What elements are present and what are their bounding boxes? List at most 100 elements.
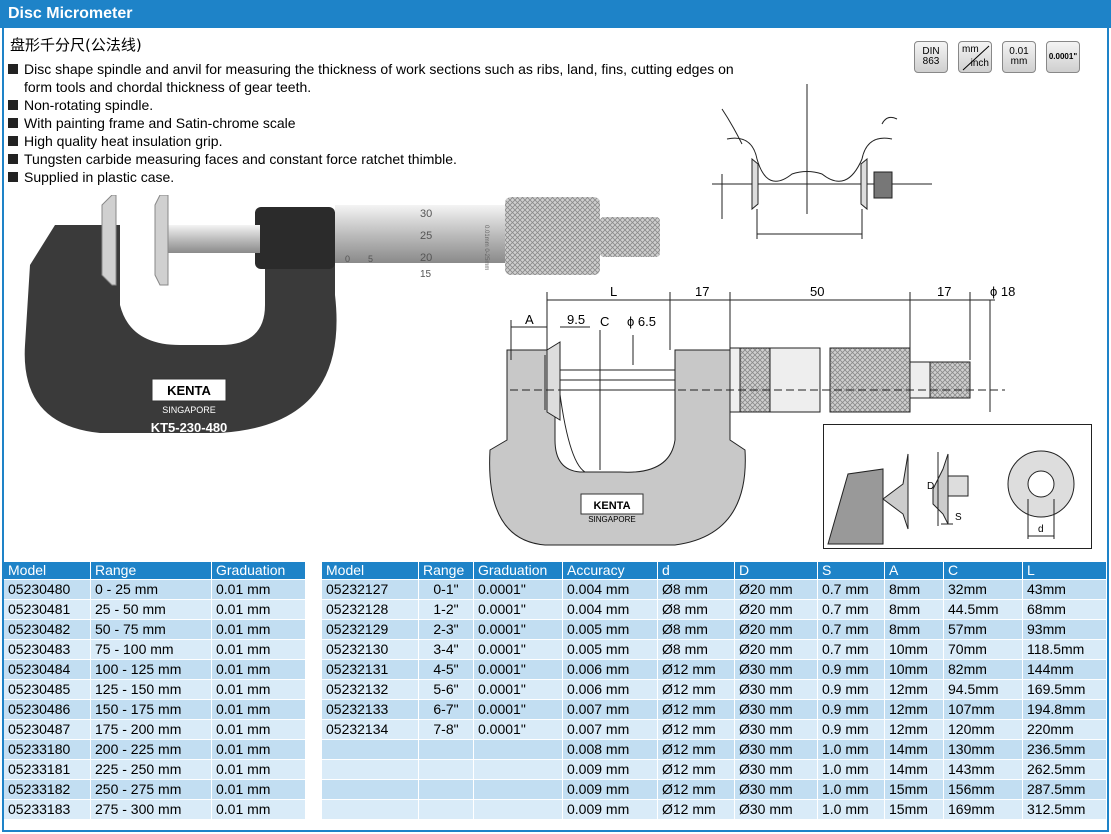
- table-cell: 14mm: [884, 759, 944, 780]
- brand-country: SINGAPORE: [162, 405, 216, 415]
- dim-phi6-5: ϕ 6.5: [627, 314, 656, 329]
- table-header-row: Model Range Graduation: [4, 562, 306, 580]
- page-frame: [2, 28, 1109, 832]
- table-cell: Ø30 mm: [734, 779, 818, 800]
- table-cell: Ø8 mm: [657, 579, 735, 600]
- column-header: S: [817, 562, 885, 580]
- column-header: Graduation: [473, 562, 563, 580]
- table-cell: Ø12 mm: [657, 659, 735, 680]
- table-cell: 44.5mm: [943, 599, 1023, 620]
- table-cell: 8mm: [884, 579, 944, 600]
- table-cell: 0.7 mm: [817, 639, 885, 660]
- table-cell: 93mm: [1022, 619, 1107, 640]
- column-header: A: [884, 562, 944, 580]
- table-cell: 144mm: [1022, 659, 1107, 680]
- table-cell: Ø30 mm: [734, 679, 818, 700]
- table-cell: 0.01 mm: [211, 779, 306, 800]
- disc-detail-view: D S d: [823, 424, 1092, 549]
- table-cell: 0.0001": [473, 579, 563, 600]
- dim-L: L: [610, 284, 617, 299]
- table-cell: Ø12 mm: [657, 759, 735, 780]
- table-cell: 05233180: [4, 739, 91, 760]
- table-cell: 0.004 mm: [562, 599, 658, 620]
- table-cell: 262.5mm: [1022, 759, 1107, 780]
- feature-item: High quality heat insulation grip.: [8, 132, 744, 150]
- table-cell: Ø12 mm: [657, 699, 735, 720]
- table-cell: 50 - 75 mm: [90, 619, 212, 640]
- table-cell: 14mm: [884, 739, 944, 760]
- feature-item: Non-rotating spindle.: [8, 96, 744, 114]
- page-title: Disc Micrometer: [0, 0, 1111, 28]
- table-cell: 12mm: [884, 719, 944, 740]
- table-cell: 0.01 mm: [211, 659, 306, 680]
- table-cell: 05230480: [4, 579, 91, 600]
- scale-mark: 0: [345, 254, 350, 264]
- table-cell: 0.0001": [473, 699, 563, 720]
- 0-0001-inch-badge: 0.0001": [1046, 41, 1080, 73]
- table-cell: 94.5mm: [943, 679, 1023, 700]
- table-cell: 7-8": [418, 719, 474, 740]
- table-cell: 275 - 300 mm: [90, 799, 212, 819]
- table-cell: 0.9 mm: [817, 659, 885, 680]
- table-cell: 287.5mm: [1022, 779, 1107, 800]
- table-cell: 0.01 mm: [211, 799, 306, 819]
- scale-mark: 20: [420, 252, 432, 264]
- table-cell: 0.01 mm: [211, 619, 306, 640]
- table-cell: 0.01 mm: [211, 719, 306, 740]
- chinese-subtitle: 盘形千分尺(公法线): [10, 36, 142, 54]
- table-cell: Ø30 mm: [734, 659, 818, 680]
- table-cell: Ø30 mm: [734, 719, 818, 740]
- table-cell: 05230481: [4, 599, 91, 620]
- table-cell: 12mm: [884, 699, 944, 720]
- table-cell: 0.7 mm: [817, 599, 885, 620]
- table-cell: 0.01 mm: [211, 739, 306, 760]
- table-header-row: Model Range Graduation Accuracy d D S A …: [322, 562, 1107, 580]
- table-cell: 5-6": [418, 679, 474, 700]
- table-cell: 05230484: [4, 659, 91, 680]
- table-cell: 6-7": [418, 699, 474, 720]
- table-cell: 0.9 mm: [817, 719, 885, 740]
- inch-model-table: Model Range Graduation Accuracy d D S A …: [322, 562, 1107, 819]
- table-cell: 05232131: [322, 659, 419, 680]
- brand-country: SINGAPORE: [588, 515, 636, 524]
- table-cell: 05232128: [322, 599, 419, 620]
- table-cell: Ø20 mm: [734, 599, 818, 620]
- table-cell: 0.008 mm: [562, 739, 658, 760]
- table-cell: 0.0001": [473, 679, 563, 700]
- column-header: Model: [4, 562, 91, 580]
- table-cell: 169.5mm: [1022, 679, 1107, 700]
- table-cell: 0.006 mm: [562, 659, 658, 680]
- brand-logo: KENTA: [593, 500, 630, 512]
- table-cell: 8mm: [884, 619, 944, 640]
- table-cell: 0.7 mm: [817, 579, 885, 600]
- dim-50: 50: [810, 284, 824, 299]
- table-cell: 70mm: [943, 639, 1023, 660]
- table-cell: 107mm: [943, 699, 1023, 720]
- table-cell: 312.5mm: [1022, 799, 1107, 819]
- bullet-icon: [8, 64, 18, 74]
- table-cell: [322, 759, 419, 780]
- bullet-icon: [8, 136, 18, 146]
- table-cell: [322, 739, 419, 760]
- table-cell: 05230485: [4, 679, 91, 700]
- table-cell: 43mm: [1022, 579, 1107, 600]
- table-cell: Ø12 mm: [657, 679, 735, 700]
- table-cell: 0.0001": [473, 659, 563, 680]
- table-cell: Ø20 mm: [734, 639, 818, 660]
- gear-measurement-sketch: [712, 84, 932, 239]
- table-cell: 05233183: [4, 799, 91, 819]
- table-cell: 1.0 mm: [817, 759, 885, 780]
- table-cell: Ø20 mm: [734, 579, 818, 600]
- column-header: C: [943, 562, 1023, 580]
- feature-item: Disc shape spindle and anvil for measuri…: [8, 60, 744, 96]
